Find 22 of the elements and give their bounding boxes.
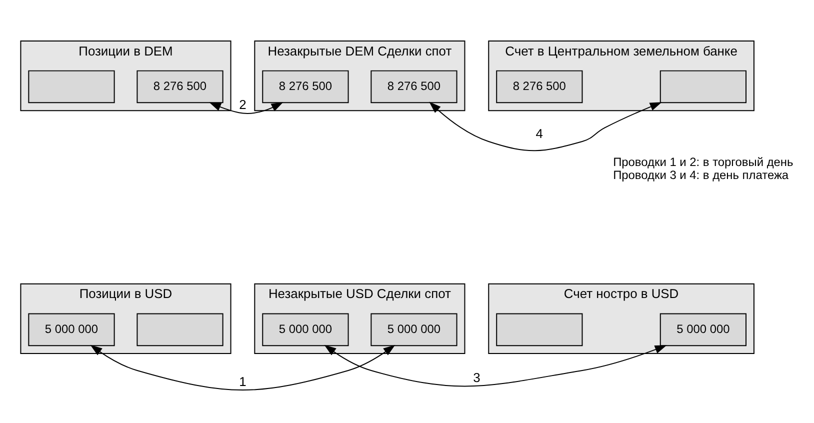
node-box [496, 313, 583, 346]
arrow [429, 102, 662, 152]
label: Проводки 1 и 2: в торговый день [613, 154, 794, 169]
node-box [136, 313, 224, 346]
arrow [324, 344, 667, 387]
edge-label: 1 [239, 374, 246, 389]
arrow [90, 344, 396, 391]
node-box: 8 276 500 [136, 70, 224, 104]
node-box: 5 000 000 [28, 313, 115, 346]
label: Проводки 3 и 4: в день платежа [613, 168, 789, 182]
node-box [660, 70, 746, 104]
edge-label: 4 [536, 126, 544, 141]
node-box: 8 276 500 [262, 70, 349, 104]
node-box [28, 70, 115, 104]
edge-label: 2 [239, 97, 246, 112]
edge-label: 3 [473, 370, 480, 385]
node-box: 8 276 500 [370, 70, 458, 104]
arrow [209, 102, 284, 114]
node-box: 5 000 000 [262, 313, 349, 346]
node-box: 8 276 500 [496, 70, 583, 104]
node-box: 5 000 000 [660, 313, 746, 346]
node-box: 5 000 000 [370, 313, 458, 346]
